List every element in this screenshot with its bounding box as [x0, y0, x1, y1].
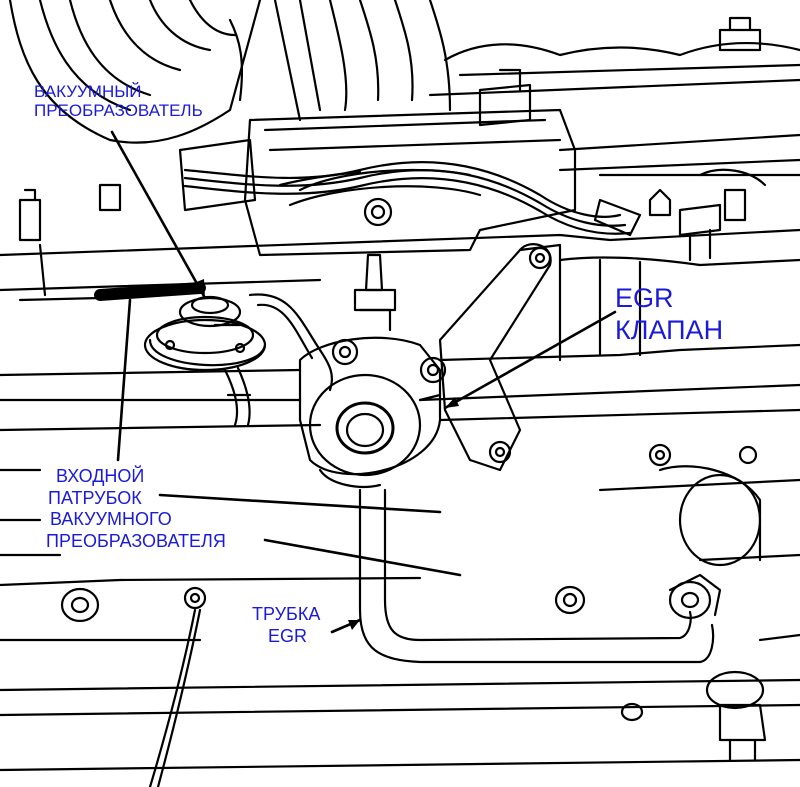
mounting-bracket: [438, 243, 758, 472]
vacuum-transducer: [143, 295, 267, 427]
leader-arrowheads: [194, 279, 459, 630]
vacuum-transducer-label: ВАКУУМНЫЙ ПРЕОБРАЗОВАТЕЛЬ: [34, 82, 203, 120]
wiring-harness: [183, 160, 642, 237]
stud-bolt: [353, 253, 397, 332]
egr-valve-label-line-1: EGR: [615, 283, 674, 313]
vacuum-transducer-label-line-2: ПРЕОБРАЗОВАТЕЛЬ: [34, 101, 203, 121]
egr-valve-body: [298, 336, 447, 488]
vacuum-transducer-label-line-1: ВАКУУМНЫЙ: [34, 82, 142, 101]
inlet-port-label-line-4: ПРЕОБРАЗОВАТЕЛЯ: [46, 530, 226, 551]
inlet-port-label-line-3: ВАКУУМНОГО: [50, 509, 172, 530]
cylinder-block: [0, 465, 800, 787]
egr-valve-label: EGR КЛАПАН: [615, 282, 723, 347]
valve-cover: [428, 16, 800, 177]
transducer-inlet-port-label: ВХОДНОЙ ПАТРУБОК ВАКУУМНОГО ПРЕОБРАЗОВАТ…: [46, 466, 226, 552]
leader-lines: [110, 130, 617, 634]
inlet-port-label-line-1: ВХОДНОЙ: [56, 466, 145, 486]
egr-tube-label: ТРУБКА EGR: [252, 604, 320, 647]
egr-tube: [358, 488, 722, 664]
egr-valve-label-line-2: КЛАПАН: [615, 315, 724, 346]
air-intake-duct: [8, 0, 452, 144]
egr-tube-label-line-2: EGR: [268, 625, 308, 646]
lower-right-sensor: [620, 633, 800, 762]
intake-manifold: [0, 228, 800, 557]
inlet-port-label-line-2: ПАТРУБОК: [48, 487, 142, 508]
vacuum-hose: [18, 282, 334, 392]
sensor-connectors: [18, 168, 767, 262]
egr-tube-label-line-1: ТРУБКА: [252, 604, 321, 624]
